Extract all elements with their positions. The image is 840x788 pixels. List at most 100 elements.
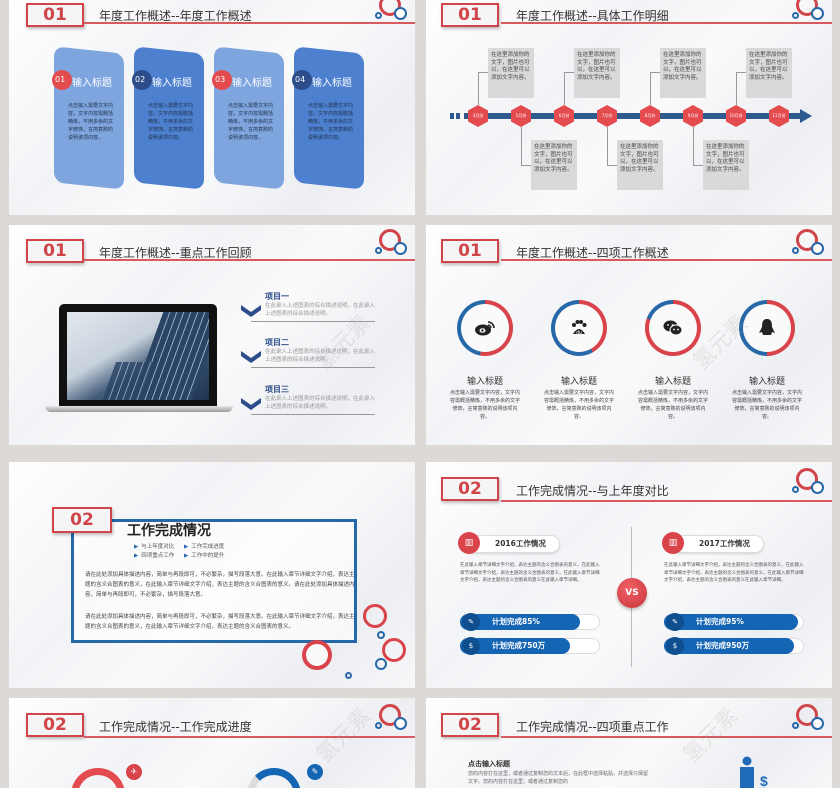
slide-1[interactable]: 01 年度工作概述--年度工作概述 01 输入标题 点击输入需要文字内容，文字内… [9,0,415,215]
connector [521,165,531,166]
card-1[interactable]: 01 输入标题 点击输入需要文字内容，文字内容需概括精炼，不用多余的文字修饰，言… [52,50,124,186]
laptop-base [45,406,233,412]
slide-title: 年度工作概述--年度工作概述 [99,9,252,23]
body-paragraph: 请在此处添加具体描述内容，简单与再段即可，不必繁杂，描写段落大意。在此输入章节详… [85,614,355,630]
card-3[interactable]: 03 输入标题 点击输入需要文字内容，文字内容需概括精炼，不用多余的文字修饰，言… [212,50,284,186]
svg-text:du: du [576,330,582,336]
month-marker: 10月份 [726,105,746,127]
content-frame [71,519,357,643]
divider [251,321,375,322]
timeline-note: 在这里添加你的文字，图片也可以，在这里可以添加文字内容。 [660,48,706,98]
card-text: 点击输入需要文字内容，文字内容需概括精炼，不用多余的文字修饰，言简意赅的说明该项… [228,103,274,141]
baidu-ring[interactable]: du [551,300,607,356]
section-number: 01 [26,239,84,263]
card-title: 输入标题 [232,78,272,89]
weibo-ring[interactable] [457,300,513,356]
connector [693,165,703,166]
pen-icon: ✎ [307,764,323,780]
bullet-item: ▶与上年度对比 [134,544,175,550]
connector [564,72,565,105]
bullet-item: ▶四项重点工作 [134,553,175,559]
progress-fill: 计划完成750万 [460,638,570,654]
slide-5[interactable]: 02 工作完成情况 ▶与上年度对比 ▶工作完成进度 ▶四项重点工作 ▶工作中的提… [9,462,415,688]
decor-circle-icon [302,640,332,670]
connector [736,72,737,105]
circles-decoration-icon [786,229,826,257]
project-desc: 在此录入上述图表的综合描述说明，在此录入上述图表的综合描述说明。 [265,349,376,363]
circles-decoration-icon [369,0,409,22]
circles-decoration-icon [786,704,826,732]
card-text: 点击输入需要文字内容，文字内容需概括精炼，不用多余的文字修饰，言简意赅的说明该项… [68,103,114,141]
svg-text:$: $ [760,773,768,788]
laptop-image [59,304,217,407]
comparison-text: 在此输入章节详细文字介绍，表达主题的含义合图表的意义，在此输入章节详细文字介绍，… [664,563,804,583]
project-desc: 在此录入上述图表的综合描述说明，在此录入上述图表的综合描述说明。 [265,396,376,410]
triangle-bullet-icon: ▶ [184,544,189,550]
card-number: 04 [292,70,312,90]
slide-7[interactable]: 02 工作完成情况--工作完成进度 ✈ ✎ 氢元素 [9,698,415,788]
slide-header: 01 年度工作概述--具体工作明细 [426,0,832,34]
divider [251,367,375,368]
heading-pill: 2016工作情况 [464,535,560,553]
bar-chart-icon: ▥ [662,532,684,554]
slide-6[interactable]: 02 工作完成情况--与上年度对比 VS 2016工作情况 ▥ 在此输入章节详细… [426,462,832,688]
slide-4[interactable]: 01 年度工作概述--四项工作概述 du 输入标题 点击输入需要文字内容，文字内… [426,225,832,445]
slide-8[interactable]: 02 工作完成情况--四项重点工作 点击输入标题 您的内容打在这里，或者通过复制… [426,698,832,788]
wechat-icon [663,320,683,336]
month-marker: 8月份 [640,105,660,127]
timeline-note: 在这里添加你的文字，图片也可以，在这里可以添加文字内容。 [488,48,534,98]
slide-3[interactable]: 01 年度工作概述--重点工作回顾 项目一 在此录入上述图表的综合描述说明，在此… [9,225,415,445]
header-rule [501,500,832,502]
project-title: 项目二 [265,338,289,347]
progress-donut [71,768,125,788]
bullet-item: ▶工作完成进度 [184,544,225,550]
chevron-down-icon [241,351,261,363]
timeline-arrow-icon [800,109,812,123]
card-4[interactable]: 04 输入标题 点击输入需要文字内容，文字内容需概括精炼，不用多余的文字修饰，言… [292,50,364,186]
card-title: 输入标题 [72,78,112,89]
header-rule [501,22,832,24]
wechat-ring[interactable] [645,300,701,356]
divider [251,414,375,415]
slide-title: 工作完成情况--工作完成进度 [99,720,252,734]
slide-header: 02 工作完成情况--与上年度对比 [426,462,832,502]
section-number: 01 [441,239,499,263]
header-rule [501,259,832,261]
circles-decoration-icon [786,468,826,496]
chevron-down-icon [241,305,261,317]
connector [564,72,574,73]
connector [607,127,608,165]
header-rule [84,736,415,738]
body-paragraph: 请在此处添加具体描述内容，简单与再段即可，不必繁杂，描写段落大意。在此输入章节详… [85,572,355,598]
section-number: 01 [441,3,499,27]
businessman-money-icon: $ [740,756,768,788]
connector [650,72,651,105]
slide-header: 02 工作完成情况--四项重点工作 [426,698,832,738]
slide-2[interactable]: 01 年度工作概述--具体工作明细 4月份 5月份 6月份 7月份 8月份 9月… [426,0,832,215]
project-desc: 在此录入上述图表的综合描述说明，在此录入上述图表的综合描述说明。 [265,303,376,317]
chevron-down-icon [241,398,261,410]
decor-circle-icon [345,672,352,679]
timeline-note: 在这里添加你的文字，图片也可以，在这里可以添加文字内容。 [574,48,620,98]
header-rule [84,22,415,24]
slide-title: 年度工作概述--四项工作概述 [516,246,669,260]
card-2[interactable]: 02 输入标题 点击输入需要文字内容，文字内容需概括精炼，不用多余的文字修饰，言… [132,50,204,186]
project-title: 项目三 [265,385,289,394]
item-text: 点击输入需要文字内容，文字内容需概括精炼，不用多余的文字修饰，言简意赅的说明该项… [449,390,520,420]
slide-title: 工作完成情况 [127,523,211,539]
timeline-note: 在这里添加你的文字，图片也可以，在这里可以添加文字内容。 [703,140,749,190]
card-title: 输入标题 [312,78,352,89]
progress-fill: 计划完成95% [664,614,798,630]
weibo-icon [475,321,495,336]
card-number: 03 [212,70,232,90]
month-marker: 6月份 [554,105,574,127]
slide-header: 01 年度工作概述--重点工作回顾 [9,225,415,263]
vs-badge: VS [617,578,647,608]
section-heading: 点击输入标题 [468,760,510,768]
month-marker: 4月份 [468,105,488,127]
connector [478,72,488,73]
timeline-dash [456,113,460,119]
qq-ring[interactable] [739,300,795,356]
decor-circle-icon [363,604,387,628]
item-text: 点击输入需要文字内容，文字内容需概括精炼，不用多余的文字修饰，言简意赅的说明该项… [543,390,614,420]
